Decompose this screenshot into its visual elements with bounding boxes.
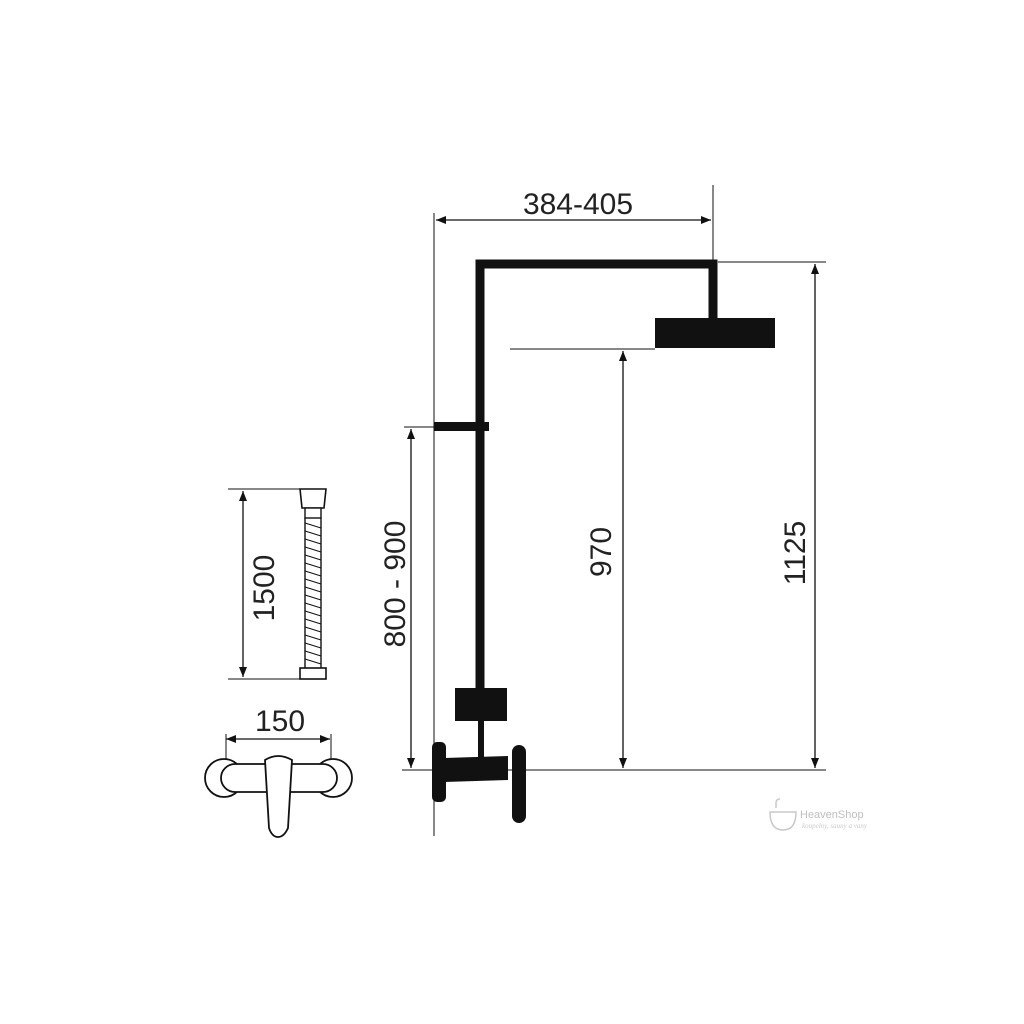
watermark-tagline: koupelny, sauny a vany — [802, 822, 868, 830]
hose-top-collar — [304, 507, 322, 519]
label-total-height: 1125 — [779, 521, 812, 586]
slide-bracket — [434, 422, 489, 431]
label-head-height: 970 — [585, 527, 618, 577]
extension-lines — [402, 185, 826, 836]
mixer-front-view — [204, 734, 353, 838]
heavenshop-watermark: HeavenShop koupelny, sauny a vany — [769, 798, 868, 831]
shower-column — [432, 259, 775, 823]
hose-bottom-nut — [299, 667, 327, 680]
label-hose-length: 1500 — [248, 555, 281, 622]
bathtub-logo-icon — [769, 798, 797, 831]
mixer-lever-front — [264, 755, 293, 838]
riser-pipe — [475, 259, 718, 690]
shower-head — [655, 318, 775, 348]
label-mount-height: 800 - 900 — [379, 521, 412, 648]
diverter-box — [455, 688, 507, 721]
watermark-brand: HeavenShop — [800, 809, 864, 821]
mixer-body — [444, 756, 508, 782]
hose-top-nut — [299, 488, 327, 509]
mixer-handle — [512, 745, 526, 823]
mixer-wall-flange — [432, 742, 446, 802]
hose-coil-windings — [304, 522, 322, 665]
dimension-lines — [226, 216, 819, 768]
label-faucet-spacing: 150 — [255, 705, 305, 738]
hose-detail — [228, 488, 327, 680]
label-arm-length: 384-405 — [523, 188, 633, 221]
